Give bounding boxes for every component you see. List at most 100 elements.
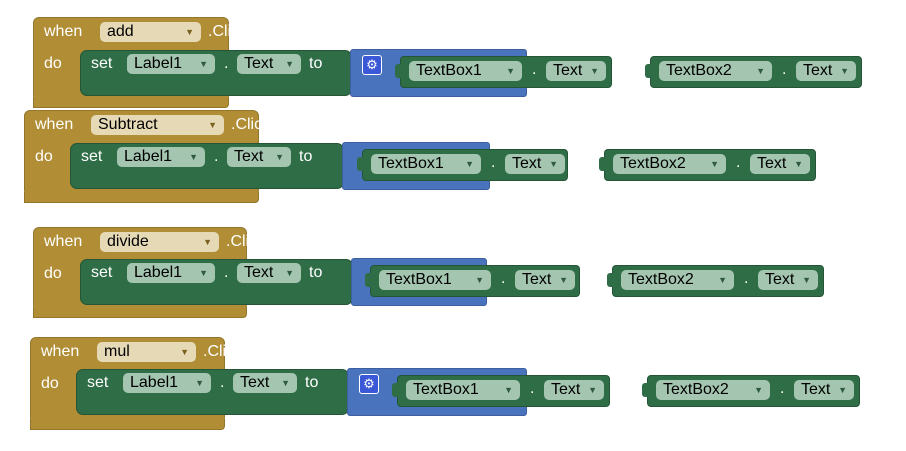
right-operand-dot: . xyxy=(780,380,785,397)
when-keyword: when xyxy=(44,233,83,250)
left-operand-dot: . xyxy=(530,380,535,397)
chevron-down-icon: ▼ xyxy=(465,159,474,169)
event-component-dropdown[interactable]: mul▼ xyxy=(97,342,196,362)
target-property-dropdown[interactable]: Text▼ xyxy=(227,147,291,167)
target-component-dropdown[interactable]: Label1 ▼ xyxy=(123,373,211,393)
right-operand-component-dropdown[interactable]: TextBox2▼ xyxy=(659,61,772,81)
right-operand-property-dropdown[interactable]: Text▼ xyxy=(794,380,854,400)
do-keyword: do xyxy=(35,148,53,165)
right-operand-component-dropdown[interactable]: TextBox2▼ xyxy=(621,270,734,290)
when-keyword: when xyxy=(41,343,80,360)
chevron-down-icon: ▼ xyxy=(285,59,294,69)
right-operand-dot: . xyxy=(782,61,787,78)
right-operand-property-dropdown-value: Text xyxy=(757,155,787,172)
left-operand-component-dropdown-value: TextBox1 xyxy=(413,381,479,398)
left-operand-component-dropdown-value: TextBox1 xyxy=(416,62,482,79)
event-component-dropdown[interactable]: add ▼ xyxy=(100,22,201,42)
set-keyword: set xyxy=(91,264,113,281)
to-keyword: to xyxy=(309,264,323,281)
left-operand-component-dropdown[interactable]: TextBox1 ▼ xyxy=(371,154,481,174)
set-label-text-block[interactable] xyxy=(80,50,352,96)
left-operand-dot: . xyxy=(501,270,506,287)
to-keyword: to xyxy=(309,55,323,72)
target-component-dropdown[interactable]: Label1▼ xyxy=(127,54,215,74)
left-operand-component-dropdown[interactable]: TextBox1 ▼ xyxy=(406,380,520,400)
target-dot: . xyxy=(224,55,229,72)
operator-symbol: / xyxy=(590,271,595,288)
right-operand-property-dropdown[interactable]: Text▼ xyxy=(750,154,810,174)
chevron-down-icon: ▼ xyxy=(840,66,849,76)
right-operand-component-dropdown[interactable]: TextBox2▼ xyxy=(656,380,770,400)
target-dot: . xyxy=(214,148,219,165)
event-component-dropdown-value: add xyxy=(107,23,134,40)
right-operand-property-dropdown-value: Text xyxy=(801,381,831,398)
event-component-dropdown[interactable]: divide▼ xyxy=(100,232,219,252)
connector-notch xyxy=(392,383,398,397)
right-operand-property-dropdown[interactable]: Text▼ xyxy=(758,270,818,290)
target-component-dropdown-value: Label1 xyxy=(130,374,179,391)
right-operand-dot: . xyxy=(744,270,749,287)
chevron-down-icon: ▼ xyxy=(199,59,208,69)
chevron-down-icon: ▼ xyxy=(203,237,212,247)
set-label-text-block[interactable] xyxy=(70,143,344,189)
target-component-dropdown[interactable]: Label1▼ xyxy=(127,263,215,283)
chevron-down-icon: ▼ xyxy=(504,385,513,395)
chevron-down-icon: ▼ xyxy=(275,152,284,162)
set-keyword: set xyxy=(81,148,103,165)
target-property-dropdown[interactable]: Text ▼ xyxy=(237,263,301,283)
chevron-down-icon: ▼ xyxy=(281,378,290,388)
left-operand-property-dropdown[interactable]: Text▼ xyxy=(546,61,606,81)
set-keyword: set xyxy=(91,55,113,72)
chevron-down-icon: ▼ xyxy=(710,159,719,169)
click-event-label: .Click xyxy=(226,233,266,250)
target-dot: . xyxy=(224,264,229,281)
target-component-dropdown[interactable]: Label1▼ xyxy=(117,147,205,167)
right-operand-dot: . xyxy=(736,154,741,171)
target-property-dropdown-value: Text xyxy=(240,374,270,391)
set-label-text-block[interactable] xyxy=(80,259,353,305)
left-operand-component-dropdown[interactable]: TextBox1▼ xyxy=(409,61,522,81)
chevron-down-icon: ▼ xyxy=(718,275,727,285)
event-component-dropdown[interactable]: Subtract ▼ xyxy=(91,115,224,135)
target-dot: . xyxy=(220,374,225,391)
left-operand-property-dropdown-value: Text xyxy=(512,155,542,172)
left-operand-property-dropdown[interactable]: Text▼ xyxy=(505,154,565,174)
right-operand-property-dropdown-value: Text xyxy=(803,62,833,79)
set-label-text-block[interactable] xyxy=(76,369,349,415)
click-event-label: .Click xyxy=(231,116,271,133)
connector-notch xyxy=(642,383,648,397)
to-keyword: to xyxy=(299,148,313,165)
chevron-down-icon: ▼ xyxy=(208,120,217,130)
chevron-down-icon: ▼ xyxy=(185,27,194,37)
left-operand-component-dropdown[interactable]: TextBox1▼ xyxy=(379,270,491,290)
target-property-dropdown[interactable]: Text▼ xyxy=(237,54,301,74)
connector-notch xyxy=(645,64,651,78)
chevron-down-icon: ▼ xyxy=(756,66,765,76)
right-operand-property-dropdown[interactable]: Text ▼ xyxy=(796,61,856,81)
operator-symbol: + xyxy=(623,62,633,79)
target-property-dropdown-value: Text xyxy=(244,264,274,281)
left-operand-property-dropdown-value: Text xyxy=(553,62,583,79)
target-property-dropdown[interactable]: Text ▼ xyxy=(233,373,297,393)
to-keyword: to xyxy=(305,374,319,391)
event-component-dropdown-value: Subtract xyxy=(98,116,158,133)
event-block-bottom xyxy=(24,192,259,203)
left-operand-property-dropdown-value: Text xyxy=(551,381,581,398)
chevron-down-icon: ▼ xyxy=(754,385,763,395)
do-keyword: do xyxy=(44,55,62,72)
left-operand-component-dropdown-value: TextBox1 xyxy=(378,155,444,172)
target-component-dropdown-value: Label1 xyxy=(134,264,183,281)
when-keyword: when xyxy=(44,23,83,40)
left-operand-property-dropdown[interactable]: Text▼ xyxy=(544,380,604,400)
event-block-bottom xyxy=(33,307,247,318)
right-operand-component-dropdown[interactable]: TextBox2▼ xyxy=(613,154,726,174)
chevron-down-icon: ▼ xyxy=(195,378,204,388)
chevron-down-icon: ▼ xyxy=(285,268,294,278)
left-operand-dot: . xyxy=(532,61,537,78)
left-operand-property-dropdown[interactable]: Text▼ xyxy=(515,270,575,290)
when-keyword: when xyxy=(35,116,74,133)
do-keyword: do xyxy=(41,375,59,392)
connector-notch xyxy=(357,157,363,171)
mutator-gear-icon[interactable]: ⚙ xyxy=(362,55,382,75)
mutator-gear-icon[interactable]: ⚙ xyxy=(359,374,379,394)
